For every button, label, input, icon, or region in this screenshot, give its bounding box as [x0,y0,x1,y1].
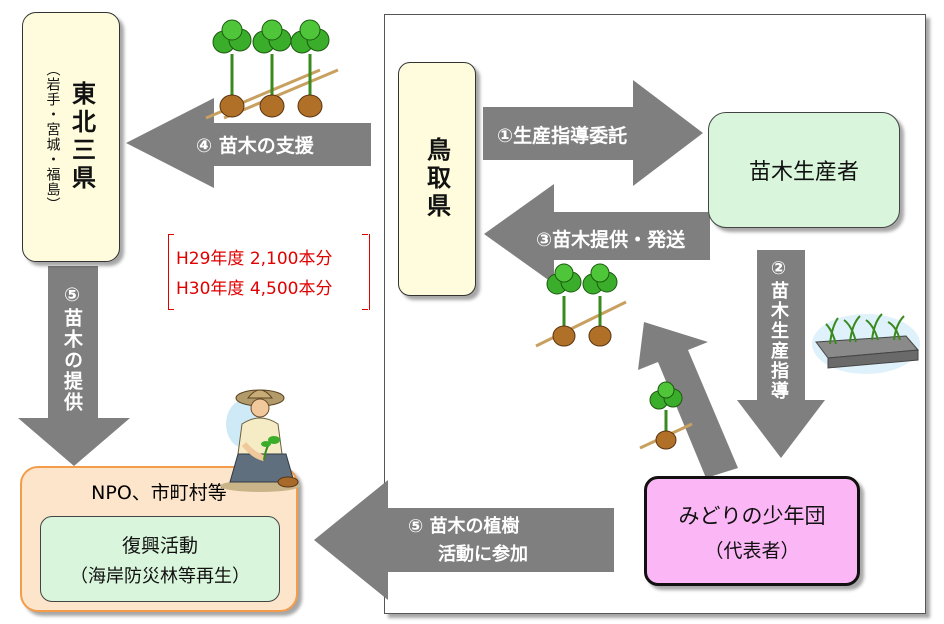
arrow-seedling-provision-label: ⑤苗木の提供 [61,284,83,413]
quantity-bracket [168,234,370,310]
quantity-h29: H29年度 2,100本分 [176,249,333,269]
arrow-seedling-support [126,98,371,188]
midori-line1: みどりの少年団 [678,503,826,528]
tohoku-box: 東北三県 （岩手・宮城・福島） [22,12,120,262]
arrow-seedling-provision [18,266,130,466]
producer-box: 苗木生産者 [708,112,900,228]
midori-box: みどりの少年団 （代表者） [644,476,860,586]
tohoku-subtitle: （岩手・宮城・福島） [44,62,61,212]
arrow-production-contract-label: ①生産指導委託 [497,125,628,147]
arrow-planting-activity-label-2: 活動に参加 [438,544,528,565]
arrow-production-contract [483,80,703,186]
quantity-h30: H30年度 4,500本分 [176,279,333,299]
arrow-planting-activity [314,480,614,600]
midori-line2: （代表者） [704,539,800,562]
arrow-production-guidance [737,250,825,458]
arrow-seedling-shipping [484,184,710,284]
npo-box: NPO、市町村等 復興活動 （海岸防災林等再生） [20,466,298,612]
seedlings-illustration-middle [535,263,627,348]
arrow-production-guidance-label: ②苗木生産指導 [768,258,789,401]
producer-label: 苗木生産者 [748,160,859,185]
seedling-illustration-single [639,381,693,450]
npo-inner-line1: 復興活動 [121,534,198,557]
arrow-seedling-shipping-label: ③苗木提供・発送 [536,229,686,251]
quantity-bracket-ticks [168,234,368,310]
npo-inner-box: 復興活動 （海岸防災林等再生） [40,516,280,602]
person-planting-illustration [220,389,300,492]
seedlings-illustration-top [205,19,339,120]
seedling-tray-illustration [812,313,920,374]
tottori-box: 鳥取県 [398,62,476,296]
npo-inner-line2: （海岸防災林等再生） [70,565,250,587]
npo-title: NPO、市町村等 [91,482,227,504]
arrow-midori-up [638,322,738,478]
tohoku-title: 東北三県 [67,81,96,193]
arrow-seedling-support-label: ④ 苗木の支援 [196,135,314,157]
arrow-planting-activity-label-1: ⑤ 苗木の植樹 [408,516,520,537]
tottori-label: 鳥取県 [422,137,451,221]
